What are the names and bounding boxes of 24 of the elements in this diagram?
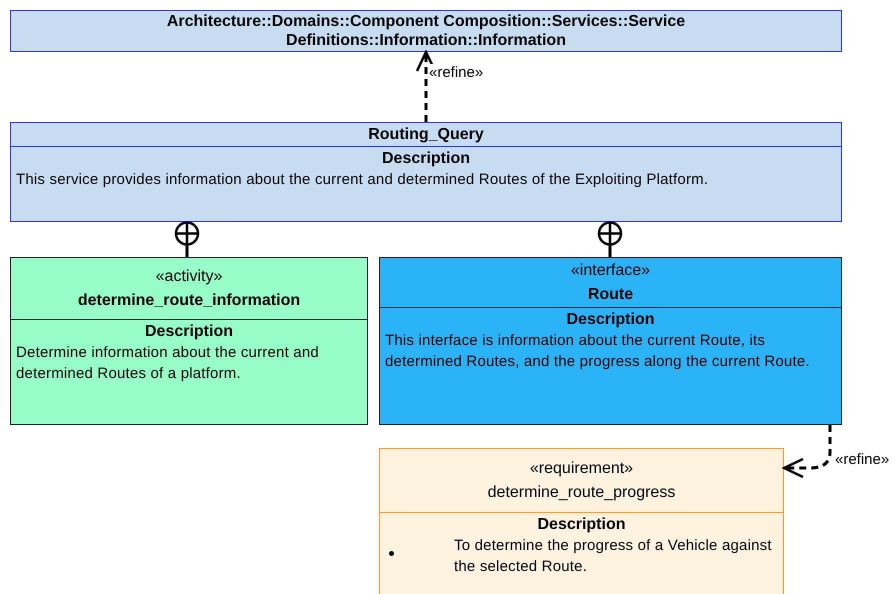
compartment-title: Description: [144, 322, 233, 342]
class-name: determine_route_progress: [488, 482, 676, 502]
refine-arrow: [782, 425, 832, 478]
stereotype-label: «requirement»: [530, 458, 634, 478]
class-name: Routing_Query: [368, 124, 484, 144]
containment-connector: [598, 221, 622, 257]
compartment-title: Description: [566, 310, 654, 330]
stereotype-label: «interface»: [570, 260, 650, 280]
class-box: [10, 122, 842, 222]
containment-connector: [174, 221, 200, 257]
description-text: This service provides information about the current and determined Routes of the Exploiting Platform.: [16, 170, 708, 190]
class-box: [10, 10, 842, 52]
description-text: Determine information about the current and determined Routes of a platform.: [16, 343, 320, 384]
class-box: [379, 448, 784, 594]
class-box: [10, 257, 368, 425]
compartment-title: Description: [537, 515, 626, 535]
compartment-title: Description: [382, 149, 470, 169]
class-name: Architecture::Domains::Component Composition::Services::Service Definitions::Information::Information: [166, 12, 686, 50]
class-box: [379, 257, 842, 425]
stereotype-label: «activity»: [156, 266, 222, 286]
class-name: Route: [588, 284, 634, 304]
description-text: To determine the progress of a Vehicle against the selected Route.: [454, 536, 773, 577]
class-name: determine_route_information: [78, 290, 300, 310]
description-text: This interface is information about the current Route, its determined Routes, and the progress along the current Route.: [385, 331, 811, 372]
